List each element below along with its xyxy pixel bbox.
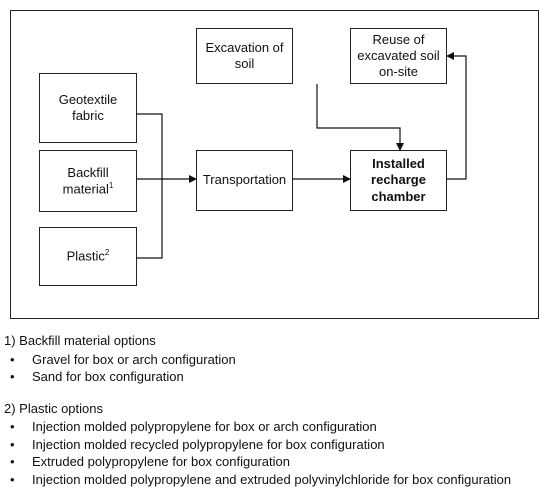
reuse-of-soil-box: Reuse of excavated soil on-site bbox=[350, 28, 447, 84]
list-item: Injection molded recycled polypropylene … bbox=[4, 436, 548, 454]
excavation-of-soil-box: Excavation of soil bbox=[196, 28, 293, 84]
diagram-frame bbox=[10, 10, 539, 319]
arrow-excavation-to-installed bbox=[316, 84, 404, 151]
plastic-footnote-marker: 2 bbox=[104, 248, 110, 258]
reuse-of-soil-label: Reuse of excavated soil on-site bbox=[357, 31, 440, 80]
arrow-geotextile-to-transportation bbox=[137, 113, 163, 179]
list-item: Gravel for box or arch configuration bbox=[4, 351, 548, 369]
backfill-options-list: Gravel for box or arch configuration San… bbox=[4, 351, 548, 386]
geotextile-fabric-label: Geotextile fabric bbox=[58, 91, 118, 123]
backfill-material-text: Backfill material1 bbox=[51, 165, 125, 198]
geotextile-fabric-box: Geotextile fabric bbox=[39, 73, 137, 143]
arrow-plastic-to-transportation bbox=[137, 179, 163, 259]
plastic-label: Plastic bbox=[66, 248, 105, 264]
backfill-material-box: Backfill material1 bbox=[39, 150, 137, 212]
flow-connectors bbox=[137, 52, 467, 259]
transportation-label: Transportation bbox=[202, 172, 287, 188]
arrow-installed-to-reuse bbox=[446, 52, 467, 180]
list-item: Sand for box configuration bbox=[4, 368, 548, 386]
transportation-box: Transportation bbox=[196, 150, 293, 211]
plastic-options-list: Injection molded polypropylene for box o… bbox=[4, 418, 548, 488]
backfill-footnote-marker: 1 bbox=[108, 180, 114, 190]
installed-recharge-chamber-box: Installed recharge chamber bbox=[350, 150, 447, 211]
plastic-options-heading: 2) Plastic options bbox=[4, 400, 103, 416]
installed-recharge-chamber-label: Installed recharge chamber bbox=[371, 156, 426, 204]
backfill-options-heading: 1) Backfill material options bbox=[4, 333, 156, 348]
list-item: Extruded polypropylene for box configura… bbox=[4, 453, 548, 471]
excavation-of-soil-label: Excavation of soil bbox=[205, 39, 284, 71]
list-item: Injection molded polypropylene for box o… bbox=[4, 418, 548, 436]
backfill-material-label: Backfill material bbox=[62, 164, 109, 197]
list-item: Injection molded polypropylene and extru… bbox=[4, 471, 548, 489]
footnotes: 1) Backfill material options Gravel for … bbox=[4, 332, 548, 488]
plastic-box: Plastic2 bbox=[39, 227, 137, 286]
plastic-text: Plastic2 bbox=[67, 248, 110, 265]
